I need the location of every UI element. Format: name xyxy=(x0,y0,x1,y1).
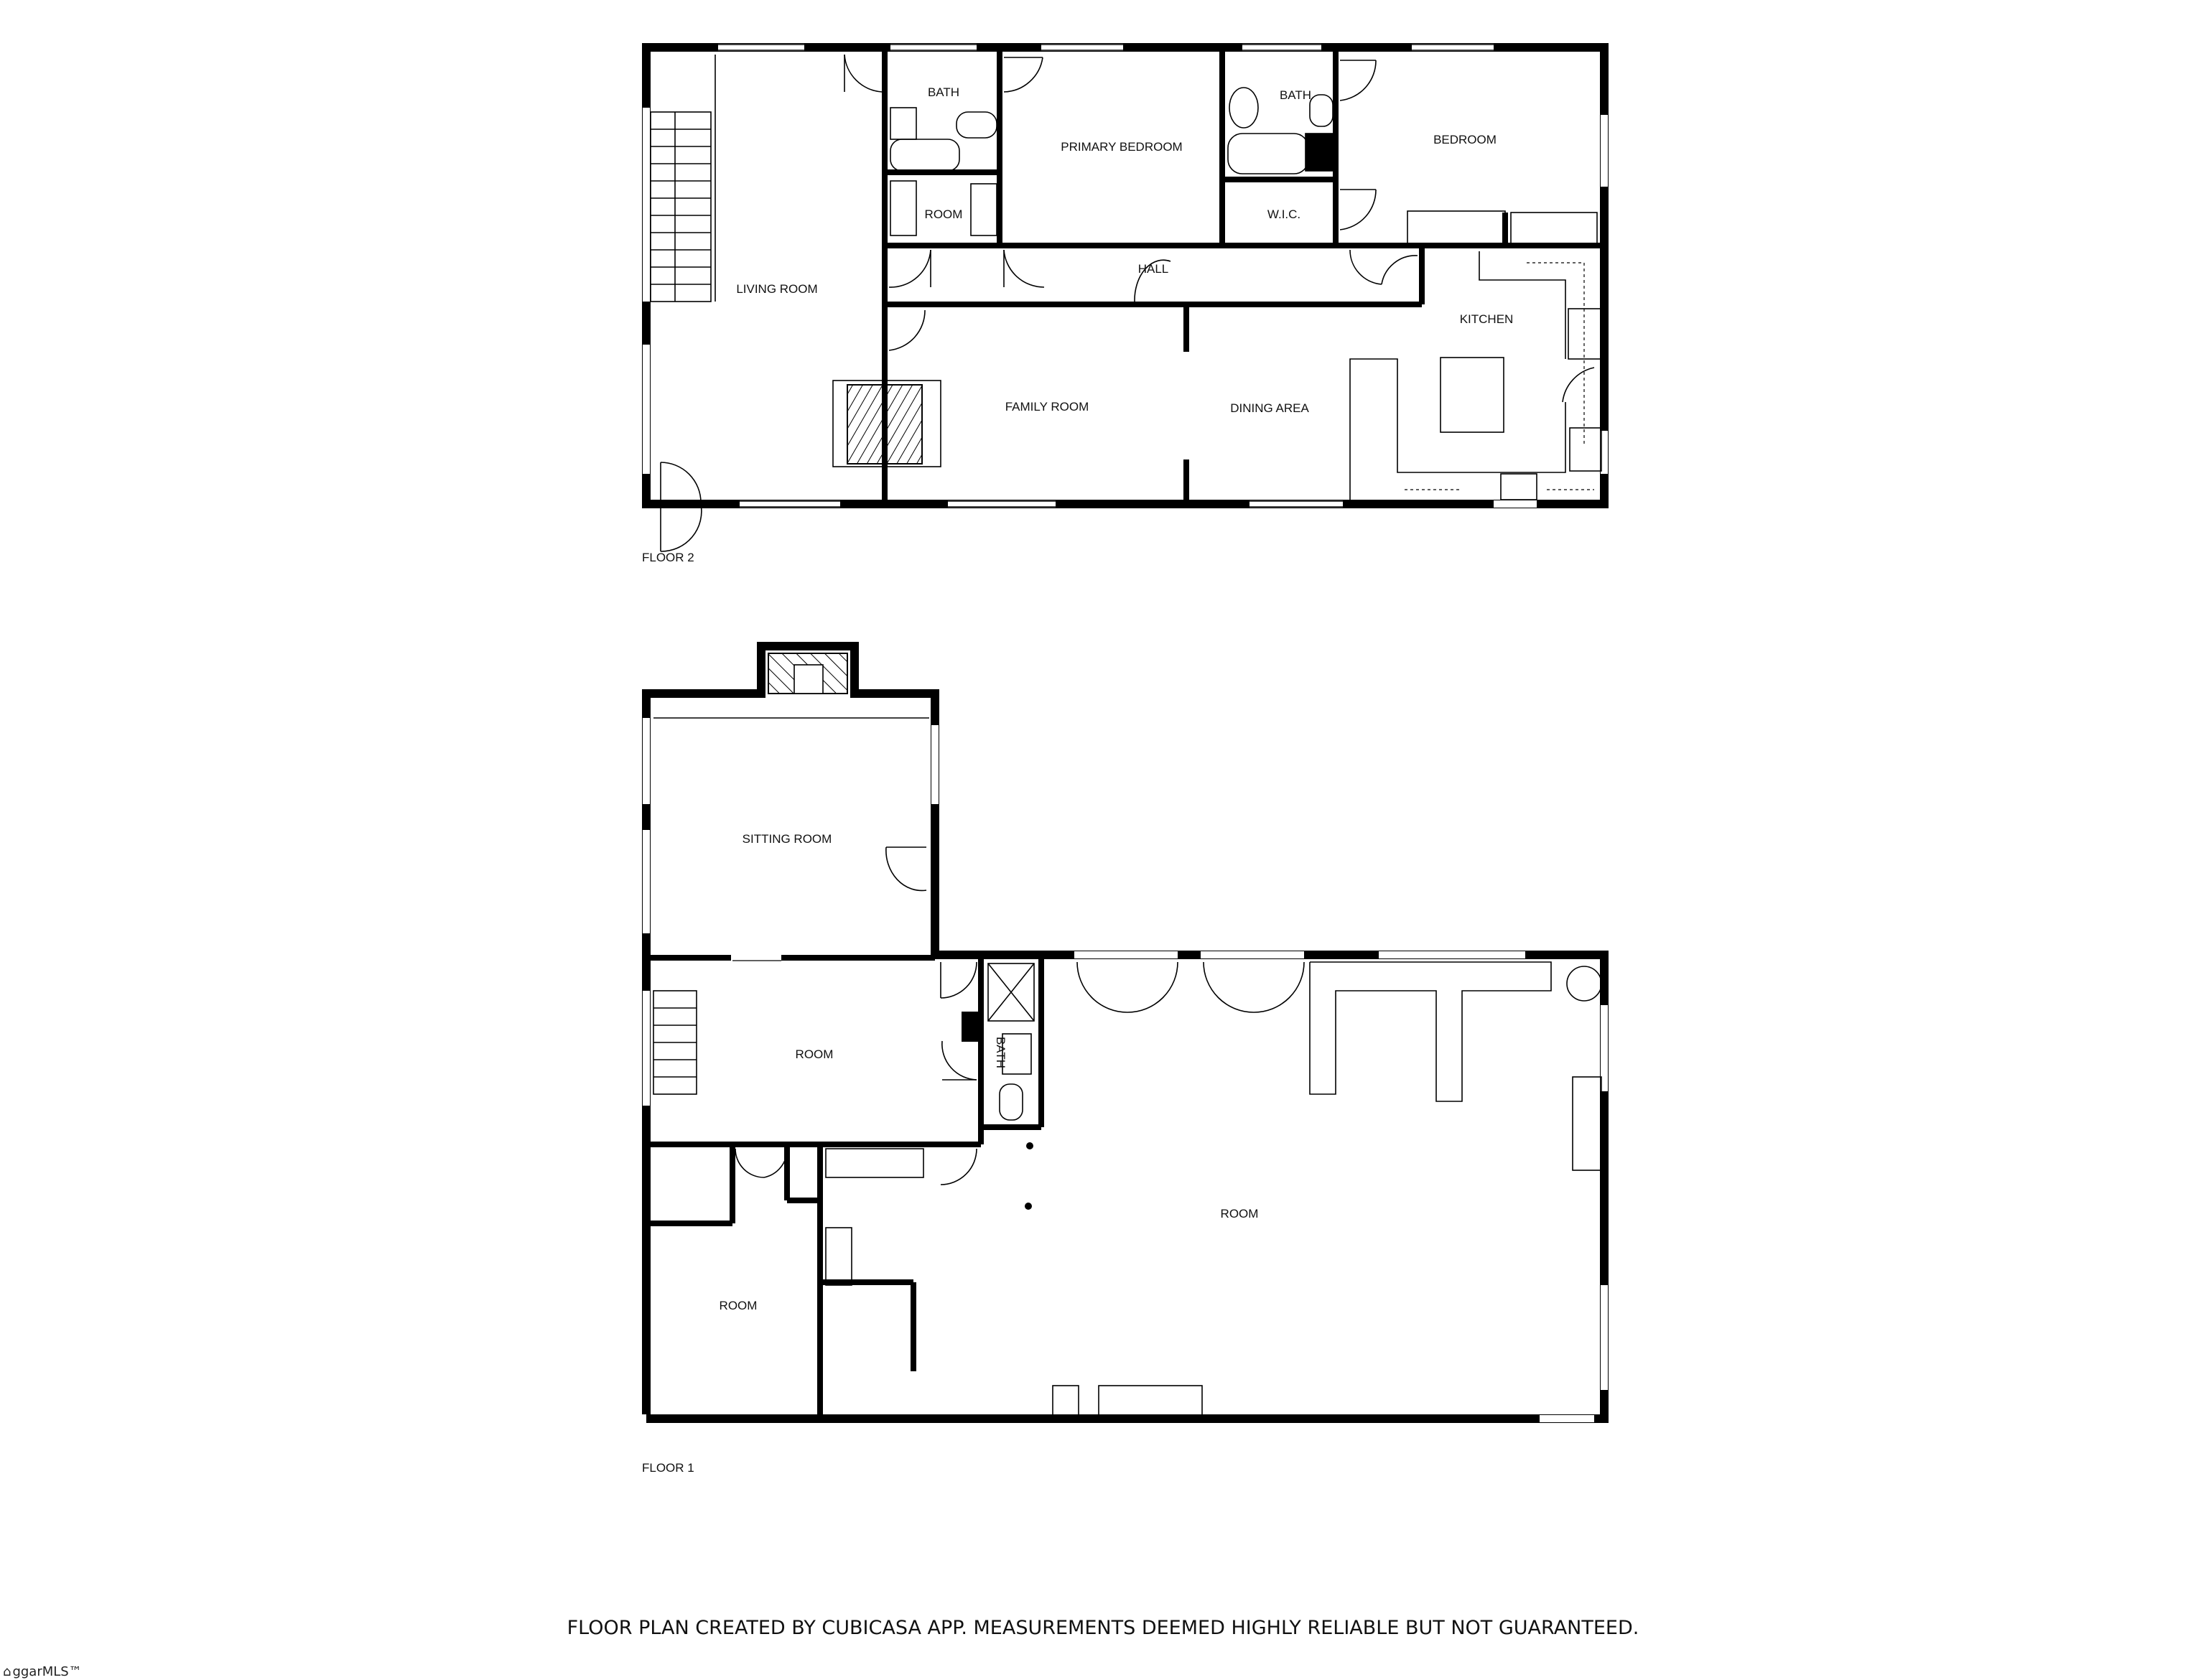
room-label-room-f1b: ROOM xyxy=(719,1298,758,1312)
room-label-dining-area: DINING AREA xyxy=(1230,401,1309,415)
room-label-bath-f1: BATH xyxy=(994,1036,1008,1069)
floor-2-label: FLOOR 2 xyxy=(642,550,694,564)
disclaimer-text: FLOOR PLAN CREATED BY CUBICASA APP. MEAS… xyxy=(567,1617,1639,1640)
room-label-living-room: LIVING ROOM xyxy=(736,281,818,296)
room-label-family-room: FAMILY ROOM xyxy=(1005,399,1089,414)
room-label-bedroom: BEDROOM xyxy=(1433,132,1497,146)
room-label-kitchen: KITCHEN xyxy=(1459,312,1514,326)
room-label-bath: BATH xyxy=(927,85,960,99)
mls-logo: ⌂ ggarMLS™ xyxy=(3,1666,82,1680)
room-label-sitting-room: SITTING ROOM xyxy=(742,831,832,846)
room-label-room-f1-main: ROOM xyxy=(1220,1206,1259,1221)
floor1-plan xyxy=(642,642,1609,1423)
room-label-room: ROOM xyxy=(924,207,963,221)
room-label-primary-bedroom: PRIMARY BEDROOM xyxy=(1061,139,1183,154)
room-label-bath-2: BATH xyxy=(1279,88,1312,102)
room-label-room-f1a: ROOM xyxy=(795,1047,834,1061)
room-label-hall: HALL xyxy=(1137,261,1169,276)
room-label-wic: W.I.C. xyxy=(1267,207,1301,221)
logo-text: ggarMLS™ xyxy=(12,1666,82,1680)
floor-1-label: FLOOR 1 xyxy=(642,1460,694,1475)
house-icon: ⌂ xyxy=(3,1666,11,1680)
floor2-plan xyxy=(642,43,1609,552)
